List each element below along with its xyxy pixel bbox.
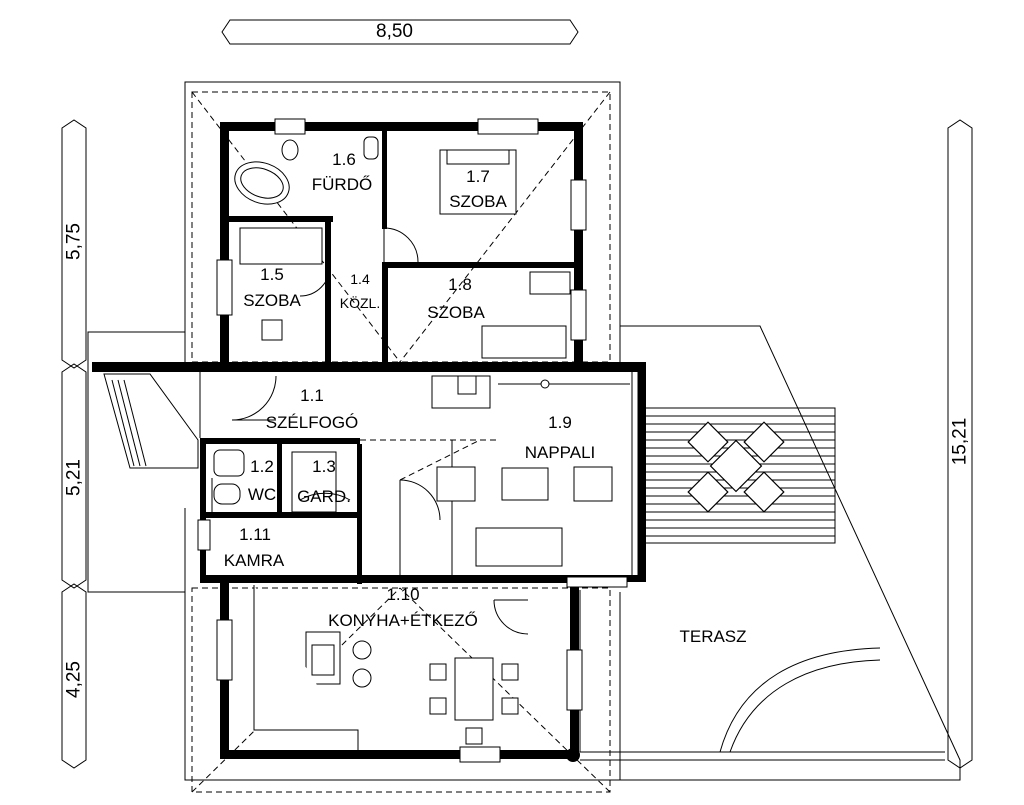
room-1-3-name: GARD. — [297, 487, 351, 506]
room-1-6-name: FÜRDŐ — [311, 175, 373, 194]
room-1-1-number: 1.1 — [300, 386, 324, 405]
room-1-11-name: KAMRA — [223, 551, 285, 570]
room-1-10-number: 1.10 — [386, 585, 420, 604]
dimension-left-lower: 4,25 — [63, 661, 85, 698]
room-1-9-number: 1.9 — [548, 413, 572, 432]
windows — [197, 118, 628, 763]
terrace-label: TERASZ — [679, 627, 747, 646]
room-1-7-number: 1.7 — [466, 167, 490, 186]
door-swings — [231, 227, 529, 635]
room-1-8-number: 1.8 — [448, 275, 472, 294]
dimension-right-total: 15,21 — [949, 417, 971, 466]
dimension-top-width: 8,50 — [376, 21, 413, 42]
dimension-left-middle: 5,21 — [63, 459, 85, 496]
room-1-2-name: WC — [247, 485, 277, 504]
room-1-1-name: SZÉLFOGÓ — [265, 413, 359, 432]
dimension-left-upper: 5,75 — [63, 223, 85, 260]
room-1-5-name: SZOBA — [243, 291, 301, 310]
room-1-6-number: 1.6 — [332, 150, 356, 169]
room-1-5-number: 1.5 — [260, 265, 284, 284]
room-1-7-name: SZOBA — [449, 192, 507, 211]
room-1-11-number: 1.11 — [239, 525, 271, 544]
room-1-8-name: SZOBA — [427, 303, 485, 322]
dimension-marks — [61, 19, 973, 769]
terrace-dining-set — [687, 421, 785, 513]
roof-outline — [87, 81, 961, 781]
terrace — [579, 590, 945, 761]
room-1-10-name: KONYHA+ÉTKEZŐ — [328, 611, 478, 630]
room-1-4-number: 1.4 — [350, 271, 370, 287]
entry-steps — [103, 373, 199, 469]
furniture — [213, 136, 630, 750]
room-1-3-number: 1.3 — [312, 457, 336, 476]
room-1-4-name: KÖZL. — [339, 295, 381, 311]
room-1-9-name: NAPPALI — [524, 443, 596, 462]
room-1-2-number: 1.2 — [250, 457, 274, 476]
walls — [92, 122, 646, 762]
